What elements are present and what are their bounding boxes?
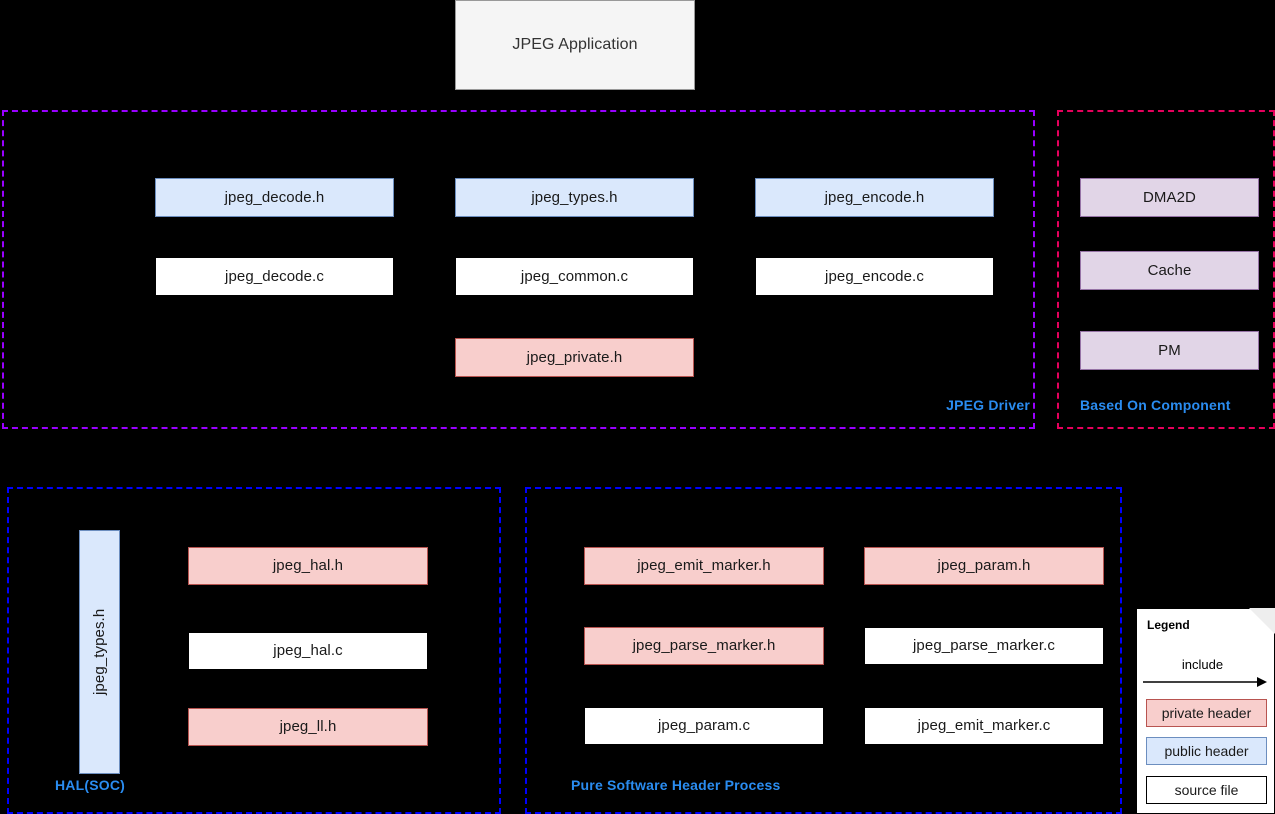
node-label: jpeg_types.h — [90, 608, 108, 696]
node-label: jpeg_encode.c — [825, 267, 924, 285]
node-label: jpeg_private.h — [526, 348, 623, 366]
node-jpeg-emit-marker-h[interactable]: jpeg_emit_marker.h — [584, 547, 824, 585]
node-jpeg-emit-marker-c[interactable]: jpeg_emit_marker.c — [864, 707, 1104, 745]
group-label-based-on-component: Based On Component — [1080, 397, 1231, 413]
node-jpeg-encode-c[interactable]: jpeg_encode.c — [755, 257, 994, 296]
group-pure-software-header-process[interactable] — [525, 487, 1122, 814]
node-label: jpeg_common.c — [520, 267, 629, 285]
group-label-pure-software-header-process: Pure Software Header Process — [571, 777, 781, 793]
group-based-on-component[interactable] — [1057, 110, 1275, 429]
node-jpeg-types-h[interactable]: jpeg_types.h — [455, 178, 694, 217]
node-label: jpeg_emit_marker.c — [917, 717, 1051, 735]
node-jpeg-ll-h[interactable]: jpeg_ll.h — [188, 708, 428, 746]
node-label: jpeg_types.h — [531, 188, 618, 206]
legend-key-label: public header — [1164, 743, 1249, 759]
node-jpeg-param-c[interactable]: jpeg_param.c — [584, 707, 824, 745]
legend-title: Legend — [1147, 618, 1190, 632]
node-label: jpeg_hal.c — [273, 642, 343, 660]
group-hal-soc[interactable] — [7, 487, 501, 814]
node-jpeg-hal-h[interactable]: jpeg_hal.h — [188, 547, 428, 585]
node-label: JPEG Application — [512, 35, 638, 53]
legend-key-private-header: private header — [1146, 699, 1267, 727]
group-label-hal-soc: HAL(SOC) — [55, 777, 126, 793]
include-arrow-icon — [1143, 677, 1267, 687]
node-jpeg-encode-h[interactable]: jpeg_encode.h — [755, 178, 994, 217]
node-label: PM — [1158, 341, 1181, 359]
node-label: Cache — [1147, 261, 1192, 279]
legend-arrow-label: include — [1181, 657, 1224, 672]
node-label: jpeg_decode.c — [225, 267, 324, 285]
node-jpeg-parse-marker-c[interactable]: jpeg_parse_marker.c — [864, 627, 1104, 665]
node-jpeg-private-h[interactable]: jpeg_private.h — [455, 338, 694, 377]
node-dma2d[interactable]: DMA2D — [1080, 178, 1259, 217]
node-label: jpeg_param.c — [657, 717, 751, 735]
legend-key-label: private header — [1161, 705, 1252, 721]
legend-key-label: source file — [1174, 782, 1239, 798]
node-jpeg-decode-c[interactable]: jpeg_decode.c — [155, 257, 394, 296]
node-label: jpeg_ll.h — [279, 718, 337, 736]
group-jpeg-driver[interactable] — [2, 110, 1035, 429]
node-label: DMA2D — [1142, 188, 1196, 206]
node-label: jpeg_encode.h — [824, 188, 925, 206]
node-hal-jpeg-types-h[interactable]: jpeg_types.h — [79, 530, 120, 774]
node-jpeg-parse-marker-h[interactable]: jpeg_parse_marker.h — [584, 627, 824, 665]
node-jpeg-param-h[interactable]: jpeg_param.h — [864, 547, 1104, 585]
node-label: jpeg_parse_marker.c — [913, 637, 1055, 655]
node-jpeg-hal-c[interactable]: jpeg_hal.c — [188, 632, 428, 670]
node-label: jpeg_hal.h — [272, 557, 344, 575]
node-cache[interactable]: Cache — [1080, 251, 1259, 290]
group-label-jpeg-driver: JPEG Driver — [946, 397, 1030, 413]
node-pm[interactable]: PM — [1080, 331, 1259, 370]
node-jpeg-common-c[interactable]: jpeg_common.c — [455, 257, 694, 296]
node-label: jpeg_decode.h — [224, 188, 325, 206]
node-jpeg-application[interactable]: JPEG Application — [455, 0, 695, 90]
legend-key-public-header: public header — [1146, 737, 1267, 765]
node-jpeg-decode-h[interactable]: jpeg_decode.h — [155, 178, 394, 217]
node-label: jpeg_parse_marker.h — [632, 637, 776, 655]
legend-panel[interactable]: Legend include private header public hea… — [1136, 608, 1275, 814]
legend-fold-corner-icon — [1249, 608, 1275, 634]
node-label: jpeg_emit_marker.h — [637, 557, 771, 575]
node-label: jpeg_param.h — [937, 557, 1031, 575]
legend-key-source-file: source file — [1146, 776, 1267, 804]
